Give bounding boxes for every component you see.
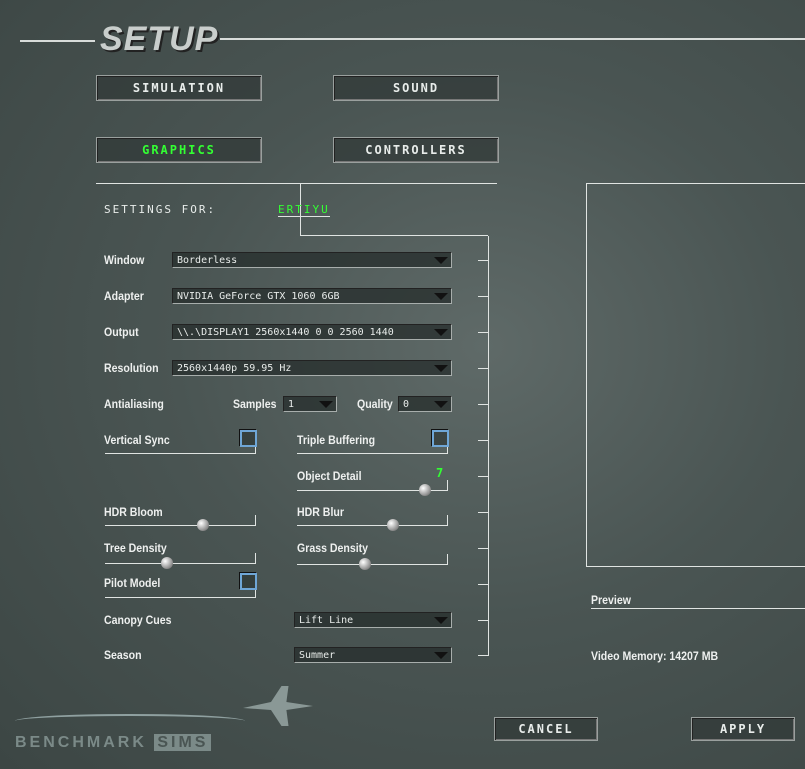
bracket-tick <box>478 440 488 441</box>
settings-for-label: Settings for: <box>104 203 217 216</box>
logo-swoosh <box>15 714 245 728</box>
pilot-model-underline <box>105 587 256 598</box>
object-detail-label: Object Detail <box>297 469 362 483</box>
grass-density-label: Grass Density <box>297 541 369 555</box>
hdr-blur-slider-thumb[interactable] <box>387 519 399 531</box>
samples-label: Samples <box>233 397 277 411</box>
tree-density-label: Tree Density <box>104 541 167 555</box>
resolution-value: 2560x1440p 59.95 Hz <box>177 363 292 374</box>
hdr-bloom-label: HDR Bloom <box>104 505 163 519</box>
logo-jet-icon <box>243 686 313 726</box>
vsync-checkbox[interactable] <box>240 430 257 447</box>
window-value: Borderless <box>177 255 238 266</box>
bracket-tick <box>478 512 488 513</box>
grass-density-track <box>297 554 448 565</box>
tab-controllers[interactable]: Controllers <box>333 137 499 163</box>
hdr-blur-track <box>297 515 448 526</box>
chevron-down-icon <box>434 365 448 372</box>
quality-value: 0 <box>403 399 410 410</box>
settings-for-value[interactable]: Ertiyu <box>278 203 330 217</box>
hdr-bloom-track <box>105 515 256 526</box>
object-detail-slider-thumb[interactable] <box>418 484 431 496</box>
bracket-tick <box>478 260 488 261</box>
preview-underline <box>591 608 805 609</box>
adapter-label: Adapter <box>104 289 144 303</box>
canopy-cues-value: Lift Line <box>299 615 354 626</box>
output-value: \\.\DISPLAY1 2560x1440 0 0 2560 1440 <box>177 327 394 338</box>
quality-dropdown[interactable]: 0 <box>398 396 452 412</box>
bracket-tick <box>478 332 488 333</box>
chevron-down-icon <box>319 401 333 408</box>
benchmark-sims-logo: BENCHMARK SIMS <box>15 686 335 756</box>
triple-buffering-checkbox[interactable] <box>432 430 449 447</box>
pilot-model-checkbox[interactable] <box>240 573 257 590</box>
window-label: Window <box>104 253 145 267</box>
bracket-tick <box>478 296 488 297</box>
bracket-tick <box>478 368 488 369</box>
tab-simulation[interactable]: Simulation <box>96 75 262 101</box>
vsync-underline <box>105 443 256 454</box>
samples-dropdown[interactable]: 1 <box>283 396 337 412</box>
preview-label: Preview <box>591 593 631 607</box>
quality-label: Quality <box>357 397 393 411</box>
triple-buffering-label: Triple Buffering <box>297 433 376 447</box>
samples-value: 1 <box>288 399 295 410</box>
chevron-down-icon <box>434 329 448 336</box>
bracket-tick <box>478 655 488 656</box>
adapter-value: NVIDIA GeForce GTX 1060 6GB <box>177 291 340 302</box>
tab-graphics[interactable]: Graphics <box>96 137 262 163</box>
video-memory-text: Video Memory: 14207 MB <box>591 649 719 663</box>
chevron-down-icon <box>434 401 448 408</box>
hdr-bloom-slider-thumb[interactable] <box>196 519 209 531</box>
title-line-left <box>20 40 95 42</box>
chevron-down-icon <box>434 257 448 264</box>
season-value: Summer <box>299 650 336 661</box>
vsync-label: Vertical Sync <box>104 433 170 447</box>
bracket-tick <box>478 476 488 477</box>
logo-text: BENCHMARK SIMS <box>15 734 212 752</box>
chevron-down-icon <box>434 617 448 624</box>
antialiasing-label: Antialiasing <box>104 397 164 411</box>
output-dropdown[interactable]: \\.\DISPLAY1 2560x1440 0 0 2560 1440 <box>172 324 452 340</box>
bracket-connector <box>300 183 488 236</box>
adapter-dropdown[interactable]: NVIDIA GeForce GTX 1060 6GB <box>172 288 452 304</box>
resolution-dropdown[interactable]: 2560x1440p 59.95 Hz <box>172 360 452 376</box>
output-label: Output <box>104 325 139 339</box>
chevron-down-icon <box>434 293 448 300</box>
bracket-vertical <box>488 236 489 656</box>
canopy-cues-label: Canopy Cues <box>104 613 172 627</box>
bracket-tick <box>478 404 488 405</box>
canopy-cues-dropdown[interactable]: Lift Line <box>294 612 452 628</box>
apply-button[interactable]: Apply <box>691 717 795 741</box>
chevron-down-icon <box>434 652 448 659</box>
bracket-tick <box>478 620 488 621</box>
preview-panel <box>586 183 805 567</box>
window-dropdown[interactable]: Borderless <box>172 252 452 268</box>
season-dropdown[interactable]: Summer <box>294 647 452 663</box>
title-line-right <box>220 38 805 40</box>
tree-density-track <box>105 553 256 564</box>
triple-buffering-underline <box>297 443 448 454</box>
season-label: Season <box>104 648 142 662</box>
cancel-button[interactable]: Cancel <box>494 717 598 741</box>
pilot-model-label: Pilot Model <box>104 576 161 590</box>
object-detail-value: 7 <box>436 466 446 480</box>
resolution-label: Resolution <box>104 361 159 375</box>
hdr-blur-label: HDR Blur <box>297 505 344 519</box>
tab-sound[interactable]: Sound <box>333 75 499 101</box>
divider <box>96 183 497 184</box>
page-title: SETUP <box>100 20 219 58</box>
grass-density-slider-thumb[interactable] <box>358 558 371 570</box>
bracket-tick <box>478 548 488 549</box>
tree-density-slider-thumb[interactable] <box>160 557 173 569</box>
object-detail-track <box>297 480 448 491</box>
bracket-tick <box>478 584 488 585</box>
